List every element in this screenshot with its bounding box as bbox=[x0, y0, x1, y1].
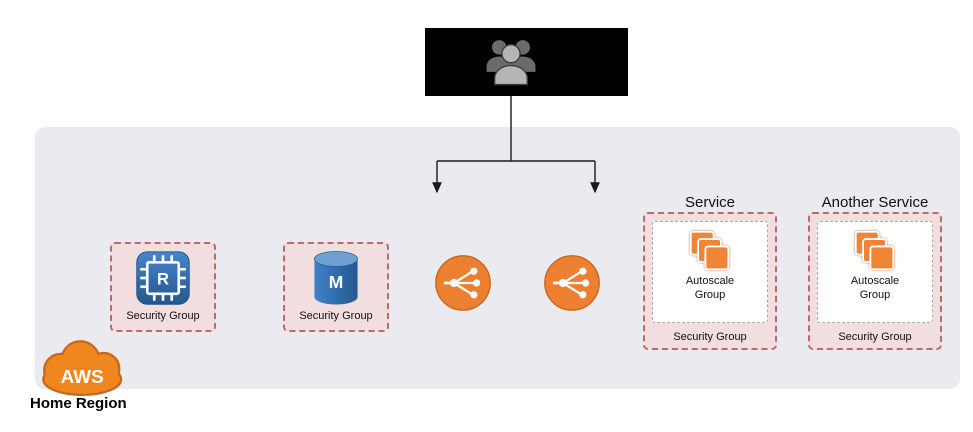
load-balancer-icon-1 bbox=[435, 255, 491, 311]
autoscale-group-label: Autoscale Group bbox=[850, 275, 900, 301]
security-group-database: M Security Group bbox=[283, 242, 389, 332]
aws-cloud-label: AWS bbox=[61, 367, 104, 388]
service-title: Service bbox=[684, 194, 736, 211]
another-service-title: Another Service bbox=[821, 194, 929, 211]
autoscale-instances-icon bbox=[854, 230, 895, 271]
cache-icon-letter: R bbox=[157, 270, 169, 289]
database-icon: M bbox=[314, 251, 358, 305]
security-group-label: Security Group bbox=[126, 310, 200, 322]
users-icon bbox=[486, 40, 536, 86]
security-group-cache: R Security Group bbox=[110, 242, 216, 332]
autoscale-group-label: Autoscale Group bbox=[685, 275, 735, 301]
home-region-label: Home Region bbox=[30, 395, 127, 412]
autoscale-instances-icon bbox=[689, 230, 730, 271]
database-icon-letter: M bbox=[329, 272, 344, 292]
load-balancer-icon-2 bbox=[544, 255, 600, 311]
aws-cloud-icon: AWS bbox=[42, 340, 123, 396]
security-group-label: Security Group bbox=[673, 331, 747, 343]
security-group-label: Security Group bbox=[299, 310, 373, 322]
another-service-security-group: Autoscale Group Security Group bbox=[808, 212, 942, 350]
autoscale-group-box: Autoscale Group bbox=[817, 221, 933, 323]
service-security-group: Autoscale Group Security Group bbox=[643, 212, 777, 350]
autoscale-group-box: Autoscale Group bbox=[652, 221, 768, 323]
security-group-label: Security Group bbox=[838, 331, 912, 343]
elasticache-node-icon: R bbox=[136, 251, 190, 305]
